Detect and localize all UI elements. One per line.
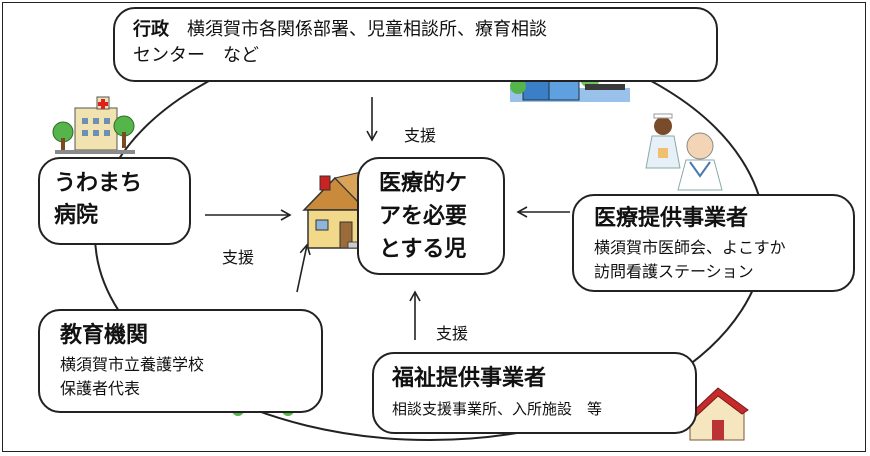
iryo-desc-line2: 訪問看護ステーション bbox=[594, 262, 754, 281]
center-line3: とする児 bbox=[379, 237, 467, 262]
center-line2: アを必要 bbox=[379, 204, 468, 229]
hospital-name-line2: 病院 bbox=[54, 203, 99, 228]
kyoiku-desc-line2: 保護者代表 bbox=[60, 379, 141, 398]
kyoiku-title: 教育機関 bbox=[60, 323, 149, 348]
gyosei-desc-line2: センター など bbox=[133, 45, 259, 66]
fukushi-title: 福祉提供事業者 bbox=[392, 366, 547, 391]
support-label-left: 支援 bbox=[222, 248, 255, 267]
support-label-bottom: 支援 bbox=[436, 324, 469, 343]
center-child-box: 医療的ケ アを必要 とする児 bbox=[357, 157, 505, 275]
fukushi-box: 福祉提供事業者 相談支援事業所、入所施設 等 bbox=[372, 352, 697, 434]
hospital-name-line1: うわまち bbox=[54, 171, 143, 196]
fukushi-desc: 相談支援事業所、入所施設 等 bbox=[392, 400, 603, 418]
kyoiku-desc-line1: 横須賀市立養護学校 bbox=[60, 355, 205, 374]
kyoiku-box: 教育機関 横須賀市立養護学校 保護者代表 bbox=[38, 309, 323, 413]
support-label-top: 支援 bbox=[404, 126, 437, 145]
gyosei-box: 行政 横須賀市各関係部署、児童相談所、療育相談 センター など bbox=[113, 7, 718, 82]
hospital-building-icon bbox=[52, 96, 135, 154]
iryo-box: 医療提供事業者 横須賀市医師会、よこすか 訪問看護ステーション bbox=[572, 194, 855, 292]
iryo-desc-line1: 横須賀市医師会、よこすか bbox=[594, 238, 786, 257]
gyosei-title: 行政 bbox=[133, 19, 169, 40]
iryo-title: 医療提供事業者 bbox=[594, 206, 749, 231]
gyosei-desc-line1: 横須賀市各関係部署、児童相談所、療育相談 bbox=[187, 19, 547, 40]
hospital-box: うわまち 病院 bbox=[38, 157, 191, 245]
nurse-doctor-icon bbox=[645, 113, 723, 191]
center-line1: 医療的ケ bbox=[379, 171, 468, 196]
arrow-education bbox=[296, 243, 311, 293]
